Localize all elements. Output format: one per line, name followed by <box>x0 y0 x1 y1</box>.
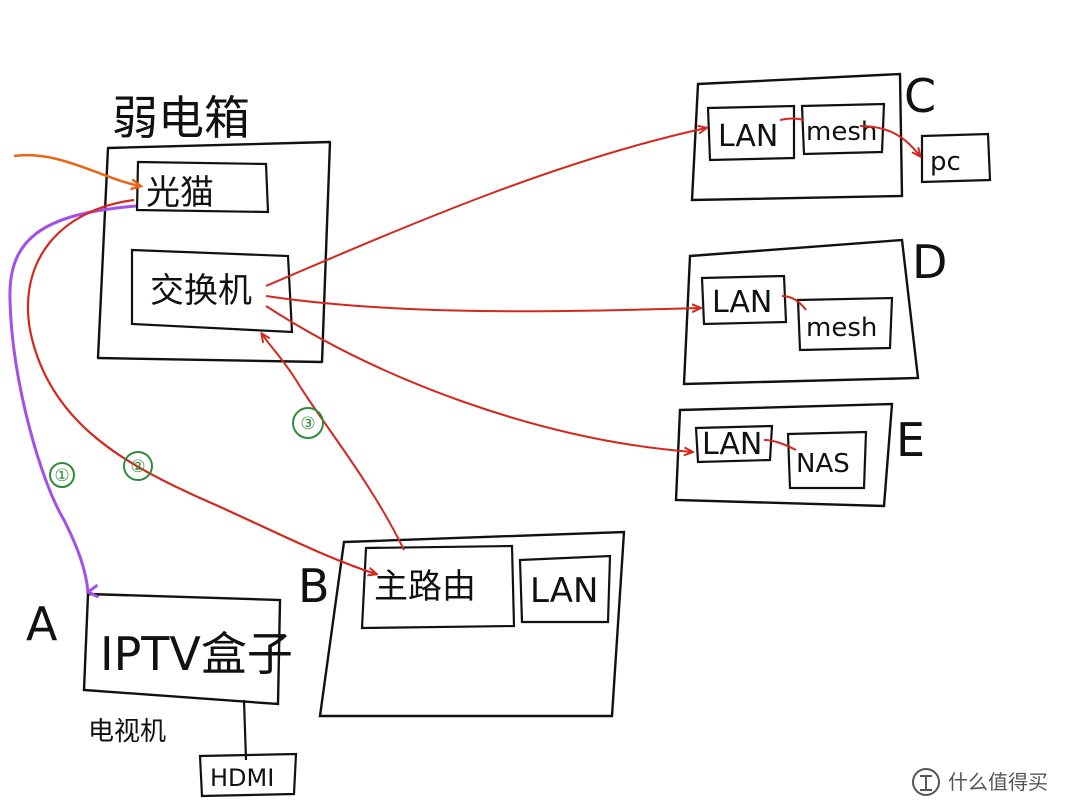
svg-text:①: ① <box>54 466 69 486</box>
optical-modem-box: 光猫 <box>135 160 270 214</box>
node-a: A IPTV盒子 电视机 HDMI <box>26 592 298 798</box>
step-labels: ① ② ③ <box>49 407 324 488</box>
node-d-mesh-label: mesh <box>806 313 877 343</box>
line-1-modem-to-iptv <box>8 204 137 592</box>
router-lan-box: LAN <box>518 554 612 624</box>
node-c-lan-box: LAN <box>706 104 796 162</box>
watermark-text: 什么值得买 <box>948 770 1048 794</box>
svg-text:③: ③ <box>300 414 315 434</box>
switch-box: 交换机 <box>130 248 294 334</box>
switch-label: 交换机 <box>150 271 252 311</box>
node-b-letter: B <box>298 559 330 613</box>
line-2-modem-to-router <box>26 198 376 574</box>
svg-text:②: ② <box>130 457 145 477</box>
node-c-mesh-label: mesh <box>806 117 877 147</box>
line-switch-to-d <box>265 295 700 311</box>
node-e: E LAN NAS <box>674 402 925 508</box>
hdmi-box <box>198 752 298 798</box>
zhi-icon <box>912 768 940 796</box>
weak-current-box: 弱电箱 光猫 交换机 <box>96 91 332 364</box>
node-b: B 主路由 LAN <box>298 530 626 718</box>
node-c: C LAN mesh pc <box>690 69 992 202</box>
iptv-box-label: IPTV盒子 <box>100 627 293 681</box>
node-c-mesh-box: mesh <box>800 102 886 156</box>
node-d: D LAN mesh <box>682 235 947 386</box>
node-c-letter: C <box>904 69 936 123</box>
node-d-lan-label: LAN <box>712 285 772 320</box>
node-a-letter: A <box>26 597 58 651</box>
router-lan-label: LAN <box>530 571 598 611</box>
node-d-letter: D <box>912 235 947 289</box>
node-e-lan-label: LAN <box>702 427 762 462</box>
connection-lines <box>8 117 920 593</box>
node-d-mesh-box: mesh <box>796 296 894 352</box>
nas-label: NAS <box>796 449 850 479</box>
pc-label: pc <box>930 147 961 177</box>
line-switch-to-c <box>265 128 706 287</box>
watermark: 什么值得买 <box>912 768 1048 796</box>
node-e-lan-box: LAN <box>694 424 774 464</box>
weak-current-box-title: 弱电箱 <box>112 91 250 145</box>
node-c-lan-label: LAN <box>718 119 778 154</box>
node-e-letter: E <box>896 413 925 467</box>
line-c-mesh-to-pc <box>859 125 920 156</box>
step-3-label: ③ <box>292 407 324 439</box>
line-e-lan-to-nas <box>763 439 797 451</box>
nas-box: NAS <box>786 430 868 490</box>
pc-box: pc <box>920 132 992 184</box>
main-router-box: 主路由 <box>360 544 516 630</box>
fiber-in-line <box>13 153 140 186</box>
step-1-label: ① <box>49 462 75 488</box>
line-c-lan-to-mesh <box>779 117 805 121</box>
tv-label: 电视机 <box>88 717 166 747</box>
line-3-router-to-switch <box>262 334 405 551</box>
optical-modem-label: 光猫 <box>146 173 214 213</box>
line-switch-to-e <box>265 305 692 452</box>
node-d-lan-box: LAN <box>700 274 788 326</box>
hdmi-label: HDMI <box>210 764 274 792</box>
line-d-lan-to-mesh <box>781 295 807 311</box>
main-router-label: 主路由 <box>374 567 476 607</box>
step-2-label: ② <box>123 451 153 481</box>
